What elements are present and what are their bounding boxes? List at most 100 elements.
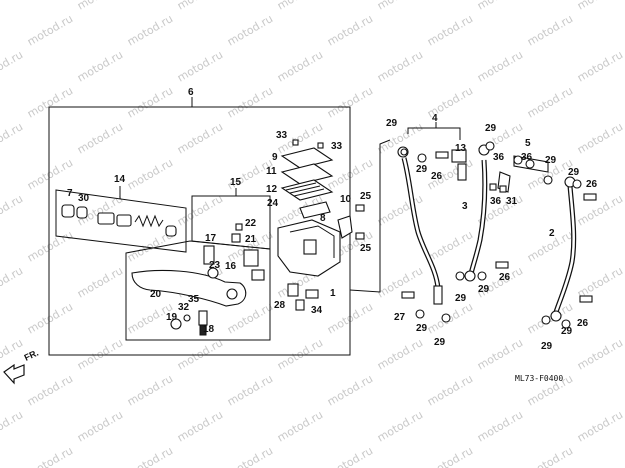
label-1: 1 [330, 288, 336, 299]
watermark-text: motod.ru [225, 84, 275, 120]
watermark-text: motod.ru [425, 12, 475, 48]
watermark-text: motod.ru [75, 48, 125, 84]
label-22: 22 [245, 218, 257, 229]
watermark-text: motod.ru [425, 444, 475, 468]
label-27: 27 [394, 312, 406, 323]
label-3: 3 [462, 201, 468, 212]
watermark-text: motod.ru [425, 372, 475, 408]
watermark-text: motod.ru [125, 12, 175, 48]
label-10: 10 [340, 194, 352, 205]
watermark-text: motod.ru [125, 372, 175, 408]
switch-frame [191, 195, 271, 250]
watermark-text: motod.ru [125, 84, 175, 120]
watermark-text: motod.ru [25, 444, 75, 468]
watermark-text: motod.ru [375, 336, 425, 372]
master-cylinder [277, 215, 353, 311]
label-29-e: 29 [568, 167, 580, 178]
label-29-i: 29 [434, 337, 446, 348]
watermark-text: motod.ru [175, 48, 225, 84]
watermark-text: motod.ru [0, 0, 25, 13]
watermark-text: motod.ru [25, 12, 75, 48]
label-5: 5 [525, 138, 531, 149]
watermark-text: motod.ru [475, 408, 525, 444]
reservoir-cap [280, 139, 334, 219]
watermark-text: motod.ru [575, 48, 625, 84]
watermark-text: motod.ru [25, 228, 75, 264]
watermark-text: motod.ru [275, 408, 325, 444]
watermark-text: motod.ru [375, 48, 425, 84]
watermark-text: motod.ru [175, 0, 225, 13]
label-26-b: 26 [499, 272, 511, 283]
watermark-text: motod.ru [575, 408, 625, 444]
label-35: 35 [188, 294, 200, 305]
watermark-text: motod.ru [425, 228, 475, 264]
label-16: 16 [225, 261, 237, 272]
label-29-g: 29 [478, 284, 490, 295]
label-30: 30 [78, 193, 90, 204]
watermark-text: motod.ru [0, 120, 25, 156]
watermark-text: motod.ru [175, 408, 225, 444]
watermark-text: motod.ru [175, 192, 225, 228]
label-29-b: 29 [416, 164, 428, 175]
label-19: 19 [166, 312, 178, 323]
watermark-text: motod.ru [75, 264, 125, 300]
watermark-text: motod.ru [275, 0, 325, 13]
svg-text:FR.: FR. [23, 348, 40, 363]
label-29-a: 29 [386, 118, 398, 129]
watermark-text: motod.ru [125, 156, 175, 192]
watermark-text: motod.ru [325, 12, 375, 48]
label-29-k: 29 [561, 326, 573, 337]
watermark-text: motod.ru [275, 336, 325, 372]
label-7: 7 [67, 188, 73, 199]
label-32: 32 [178, 302, 190, 313]
lever-frame [125, 240, 271, 341]
label-8: 8 [320, 213, 326, 224]
watermark-text: motod.ru [575, 120, 625, 156]
watermark-text: motod.ru [475, 0, 525, 13]
watermark-text: motod.ru [225, 372, 275, 408]
label-26-c: 26 [586, 179, 598, 190]
label-17: 17 [205, 233, 217, 244]
label-20: 20 [150, 289, 162, 300]
label-26-d: 26 [577, 318, 589, 329]
pivot-parts [170, 310, 208, 336]
diagram-code: ML73-F0400 [515, 374, 563, 383]
watermark-text: motod.ru [575, 336, 625, 372]
piston-kit [61, 204, 177, 237]
label-6: 6 [188, 87, 194, 98]
label-36-b: 36 [490, 196, 502, 207]
watermark-text: motod.ru [125, 444, 175, 468]
label-36-c: 36 [521, 152, 533, 163]
label-26-a: 26 [431, 171, 443, 182]
label-23: 23 [209, 260, 221, 271]
watermark-text: motod.ru [25, 84, 75, 120]
label-14: 14 [114, 174, 126, 185]
label-4: 4 [432, 113, 438, 124]
label-21: 21 [245, 234, 257, 245]
watermark-text: motod.ru [175, 336, 225, 372]
label-12: 12 [266, 184, 278, 195]
watermark-text: motod.ru [25, 372, 75, 408]
label-33b: 33 [331, 141, 343, 152]
label-15: 15 [230, 177, 242, 188]
watermark-text: motod.ru [375, 0, 425, 13]
watermark-text: motod.ru [325, 444, 375, 468]
watermark-text: motod.ru [175, 120, 225, 156]
watermark-text: motod.ru [275, 48, 325, 84]
watermark-text: motod.ru [0, 408, 25, 444]
watermark-text: motod.ru [525, 12, 575, 48]
bolt-25a [355, 204, 365, 212]
watermark-text: motod.ru [575, 0, 625, 13]
label-34: 34 [311, 305, 323, 316]
piston-kit-frame [55, 189, 187, 253]
label-2: 2 [549, 228, 555, 239]
watermark-text: motod.ru [475, 336, 525, 372]
label-18: 18 [203, 324, 215, 335]
watermark-text: motod.ru [75, 336, 125, 372]
label-36-a: 36 [493, 152, 505, 163]
switch-parts [203, 223, 265, 281]
brake-lever [131, 269, 247, 307]
label-9: 9 [272, 152, 278, 163]
label-29-h: 29 [416, 323, 428, 334]
